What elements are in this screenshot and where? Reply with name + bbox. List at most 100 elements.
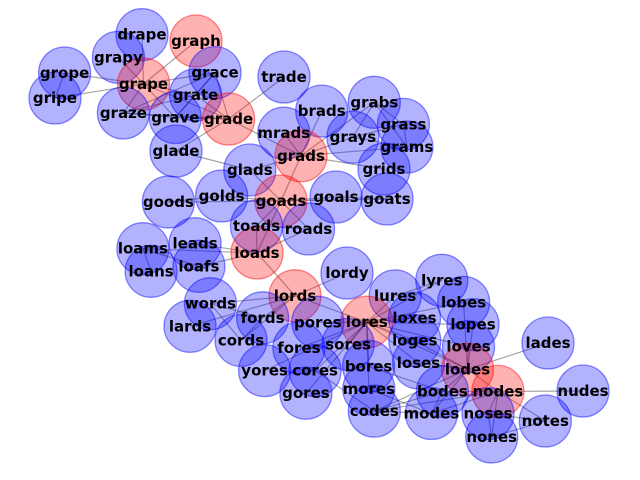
edge-grape-grate [143, 83, 196, 96]
edge-grads-mrads [283, 132, 302, 157]
node-grave [148, 90, 202, 145]
edge-lores-bores [366, 322, 370, 367]
edge-roads-loads [256, 228, 309, 254]
edge-lodes-nodes [467, 368, 499, 392]
node-noses [461, 386, 515, 441]
edge-grade-trade [228, 76, 285, 120]
node-label-nodes: nodes [472, 382, 523, 400]
labels-layer: graphdrapegrapygropegripegrapegracegrate… [33, 26, 609, 446]
node-toads [229, 199, 284, 253]
edge-grace-grade [214, 72, 230, 120]
node-grace [188, 45, 242, 100]
edge-lodes-bodes [441, 368, 468, 392]
edge-loads-loafs [198, 252, 258, 267]
node-codes [347, 384, 401, 438]
node-label-loges: loges [392, 332, 437, 350]
edge-glade-glads [175, 150, 250, 171]
edge-lords-lards [189, 295, 296, 327]
edge-drape-grape [141, 34, 145, 85]
node-label-modes: modes [404, 405, 460, 423]
node-label-bores: bores [345, 357, 393, 375]
edge-grace-graze [123, 72, 216, 114]
edge-gripe-grape [54, 83, 144, 99]
edge-grapy-grape [117, 56, 144, 85]
edge-loads-loams [142, 248, 258, 254]
edge-lores-lopes [366, 321, 474, 326]
node-label-lordy: lordy [325, 264, 369, 282]
edge-lodes-lades [467, 342, 549, 370]
node-goads [254, 174, 308, 228]
node-label-loads: loads [234, 244, 279, 262]
edge-lures-lyres [395, 279, 442, 297]
node-grapy [91, 30, 146, 84]
edge-graph-grape [143, 40, 197, 85]
node-grads [274, 129, 328, 183]
edges-layer [54, 34, 584, 438]
node-label-lyres: lyres [421, 271, 462, 289]
node-label-golds: golds [199, 187, 245, 205]
edge-grays-grams [352, 136, 407, 148]
edge-grape-grave [143, 83, 176, 118]
node-lades [521, 316, 575, 370]
node-label-gripe: gripe [33, 89, 77, 107]
edge-lores-lyres [366, 279, 443, 323]
node-label-loses: loses [397, 354, 441, 372]
node-gores [279, 366, 333, 420]
node-label-drape: drape [117, 26, 166, 44]
edge-notes-nones [491, 420, 546, 438]
edge-lodes-loves [466, 346, 470, 370]
node-yores [237, 343, 292, 398]
node-glade [149, 124, 203, 178]
edge-words-fords [210, 303, 263, 319]
node-fores [272, 321, 326, 375]
edge-lores-loxes [366, 317, 415, 323]
node-label-grass: grass [380, 115, 426, 133]
node-label-roads: roads [285, 220, 333, 238]
edge-goads-toads [256, 200, 282, 227]
edge-toads-roads [256, 225, 309, 230]
edge-lords-lordy [294, 272, 348, 297]
node-label-loafs: loafs [178, 257, 219, 275]
edge-grads-grays [300, 136, 354, 157]
edge-grabs-grams [373, 101, 408, 148]
node-loses [391, 336, 446, 390]
node-label-codes: codes [350, 402, 399, 420]
edge-grace-grate [195, 72, 216, 96]
edge-grade-grads [228, 118, 302, 157]
edge-grace-grave [174, 72, 216, 118]
node-label-words: words [185, 295, 236, 313]
node-label-cords: cords [218, 331, 264, 349]
node-drape [115, 8, 169, 62]
edge-lodes-loges [414, 340, 468, 370]
node-lodes [440, 342, 495, 396]
nodes-layer [28, 8, 610, 464]
node-label-sores: sores [325, 335, 371, 353]
node-label-toads: toads [233, 217, 280, 235]
node-gripe [28, 71, 82, 125]
node-grape [116, 57, 171, 111]
node-nodes [471, 364, 525, 419]
edge-grabs-grays [352, 102, 375, 138]
node-golds [194, 169, 249, 223]
node-label-gores: gores [282, 384, 330, 402]
edge-bodes-modes [430, 391, 443, 414]
edge-grads-grids [300, 155, 385, 170]
node-grate [168, 68, 223, 122]
edge-lores-lodes [366, 321, 468, 370]
node-lobes [436, 275, 491, 330]
edge-toads-loads [255, 225, 258, 254]
node-label-lores: lores [346, 313, 388, 331]
node-label-brads: brads [298, 102, 346, 120]
node-label-bodes: bodes [417, 383, 468, 401]
edge-grape-grade [143, 83, 229, 120]
edge-cores-codes [314, 370, 375, 412]
edge-golds-goods [168, 195, 222, 203]
edge-loads-lords [256, 252, 296, 297]
node-mores [342, 362, 396, 416]
edge-grade-glade [175, 118, 229, 152]
node-goals [309, 170, 363, 224]
edge-lords-fords [262, 295, 296, 319]
node-loafs [172, 239, 226, 293]
node-label-graze: graze [100, 104, 147, 122]
node-label-lards: lards [169, 317, 211, 335]
